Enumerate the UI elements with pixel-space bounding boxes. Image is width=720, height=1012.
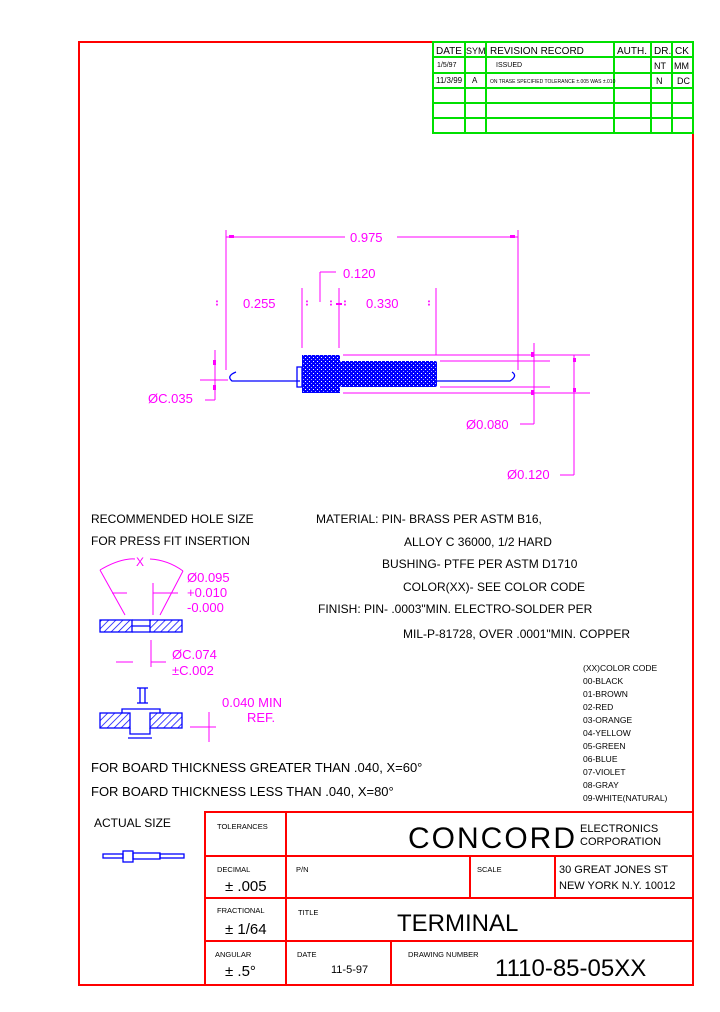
color-code-list: (XX)COLOR CODE 00-BLACK 01-BROWN 02-RED … xyxy=(583,663,668,803)
title-label: TITLE xyxy=(298,908,318,917)
color-code-item: 01-BROWN xyxy=(583,689,628,699)
note-board-less: FOR BOARD THICKNESS LESS THAN .040, X=80… xyxy=(91,784,394,799)
company-name: CONCORD xyxy=(408,822,577,855)
company-sub1: ELECTRONICS xyxy=(580,823,658,835)
note-board-greater: FOR BOARD THICKNESS GREATER THAN .040, X… xyxy=(91,760,422,775)
color-code-item: 03-ORANGE xyxy=(583,715,632,725)
svg-text::: : xyxy=(306,300,308,307)
address-line1: 30 GREAT JONES ST xyxy=(559,864,668,876)
hole-tol-plus: +0.010 xyxy=(187,585,227,600)
rev-row2-record: ON TRASE SPECIFIED TOLERANCE ±.005 WAS ±… xyxy=(490,79,616,85)
note-material-2: ALLOY C 36000, 1/2 HARD xyxy=(404,535,552,549)
min-ref-line2: REF. xyxy=(247,710,275,725)
pin-hole-diameter: ØC.074 xyxy=(172,647,217,662)
note-material-4: COLOR(XX)- SEE COLOR CODE xyxy=(403,580,585,594)
revision-table: DATE SYM REVISION RECORD AUTH. DR. CK 1/… xyxy=(432,41,694,134)
hole-title-line2: FOR PRESS FIT INSERTION xyxy=(91,534,250,548)
rev-row2-dr: N xyxy=(656,76,663,86)
title-block: TOLERANCES DECIMAL P/N SCALE FRACTIONAL … xyxy=(204,811,694,986)
rev-row1-dr: NT xyxy=(654,61,666,71)
material-notes: MATERIAL: PIN- BRASS PER ASTM B16, ALLOY… xyxy=(316,512,630,641)
angle-label: X xyxy=(136,555,144,569)
dim-overall-length: 0.975 xyxy=(350,230,383,245)
drawing-number-label: DRAWING NUMBER xyxy=(408,950,479,959)
dim-left-pin-length: 0.255 xyxy=(243,296,276,311)
hole-diameter: Ø0.095 xyxy=(187,570,230,585)
angular-value: ± .5° xyxy=(225,963,256,980)
hole-tol-minus: -0.000 xyxy=(187,600,224,615)
rev-header-auth: AUTH. xyxy=(617,46,647,57)
svg-text::: : xyxy=(216,300,218,307)
rev-header-date: DATE xyxy=(436,46,462,57)
terminal-side-view: 0.975 0.120 0.255 0.330 ØC.035 Ø0.080 Ø0… xyxy=(148,230,590,482)
dim-right-body-length: 0.330 xyxy=(366,296,399,311)
color-code-title: (XX)COLOR CODE xyxy=(583,663,657,673)
dim-head-diameter: Ø0.120 xyxy=(507,467,550,482)
color-code-item: 05-GREEN xyxy=(583,741,626,751)
rev-row1-record: ISSUED xyxy=(496,62,522,69)
color-code-item: 09-WHITE(NATURAL) xyxy=(583,793,668,803)
dim-head-width: 0.120 xyxy=(343,266,376,281)
tolerances-label: TOLERANCES xyxy=(217,822,268,831)
note-material-3: BUSHING- PTFE PER ASTM D1710 xyxy=(382,557,578,571)
terminal-head xyxy=(302,355,340,393)
date-label: DATE xyxy=(297,950,316,959)
color-code-item: 06-BLUE xyxy=(583,754,618,764)
note-finish-1: FINISH: PIN- .0003"MIN. ELECTRO-SOLDER P… xyxy=(318,602,593,616)
actual-size-label: ACTUAL SIZE xyxy=(94,816,171,830)
company-sub2: CORPORATION xyxy=(580,836,661,848)
rev-row2-date: 11/3/99 xyxy=(436,76,463,85)
note-material-1: MATERIAL: PIN- BRASS PER ASTM B16, xyxy=(316,512,542,526)
color-code-item: 08-GRAY xyxy=(583,780,619,790)
fractional-value: ± 1/64 xyxy=(225,921,267,938)
decimal-label: DECIMAL xyxy=(217,865,250,874)
terminal-pin xyxy=(229,366,516,388)
hole-title-line1: RECOMMENDED HOLE SIZE xyxy=(91,512,254,526)
svg-text::: : xyxy=(344,300,346,307)
note-finish-2: MIL-P-81728, OVER .0001"MIN. COPPER xyxy=(403,627,630,641)
address-line2: NEW YORK N.Y. 10012 xyxy=(559,880,675,892)
drawing-number: 1110-85-05XX xyxy=(495,955,646,982)
rev-header-dr: DR. xyxy=(654,46,671,57)
rev-header-record: REVISION RECORD xyxy=(490,46,584,57)
svg-text::: : xyxy=(330,300,332,307)
dim-pin-diameter: ØC.035 xyxy=(148,391,193,406)
decimal-value: ± .005 xyxy=(225,878,267,895)
title-value: TERMINAL xyxy=(397,910,518,937)
svg-text::: : xyxy=(428,300,430,307)
terminal-bushing xyxy=(340,361,437,387)
rev-row2-ck: DC xyxy=(677,76,690,86)
scale-label: SCALE xyxy=(477,865,502,874)
color-code-item: 00-BLACK xyxy=(583,676,623,686)
rev-row1-date: 1/5/97 xyxy=(437,62,457,69)
color-code-item: 04-YELLOW xyxy=(583,728,631,738)
dim-body-diameter: Ø0.080 xyxy=(466,417,509,432)
rev-row2-sym: A xyxy=(472,76,478,85)
rev-header-ck: CK xyxy=(675,46,689,57)
pin-hole-tol: ±C.002 xyxy=(172,663,214,678)
date-value: 11-5-97 xyxy=(331,964,368,976)
angular-label: ANGULAR xyxy=(215,950,252,959)
color-code-item: 02-RED xyxy=(583,702,613,712)
rev-row1-ck: MM xyxy=(674,61,689,71)
min-ref-line1: 0.040 MIN xyxy=(222,695,282,710)
hole-size-section: RECOMMENDED HOLE SIZE FOR PRESS FIT INSE… xyxy=(91,512,282,742)
color-code-item: 07-VIOLET xyxy=(583,767,626,777)
fractional-label: FRACTIONAL xyxy=(217,906,265,915)
actual-size-terminal xyxy=(102,850,185,863)
rev-header-sym: SYM xyxy=(466,46,486,56)
pn-label: P/N xyxy=(296,865,309,874)
